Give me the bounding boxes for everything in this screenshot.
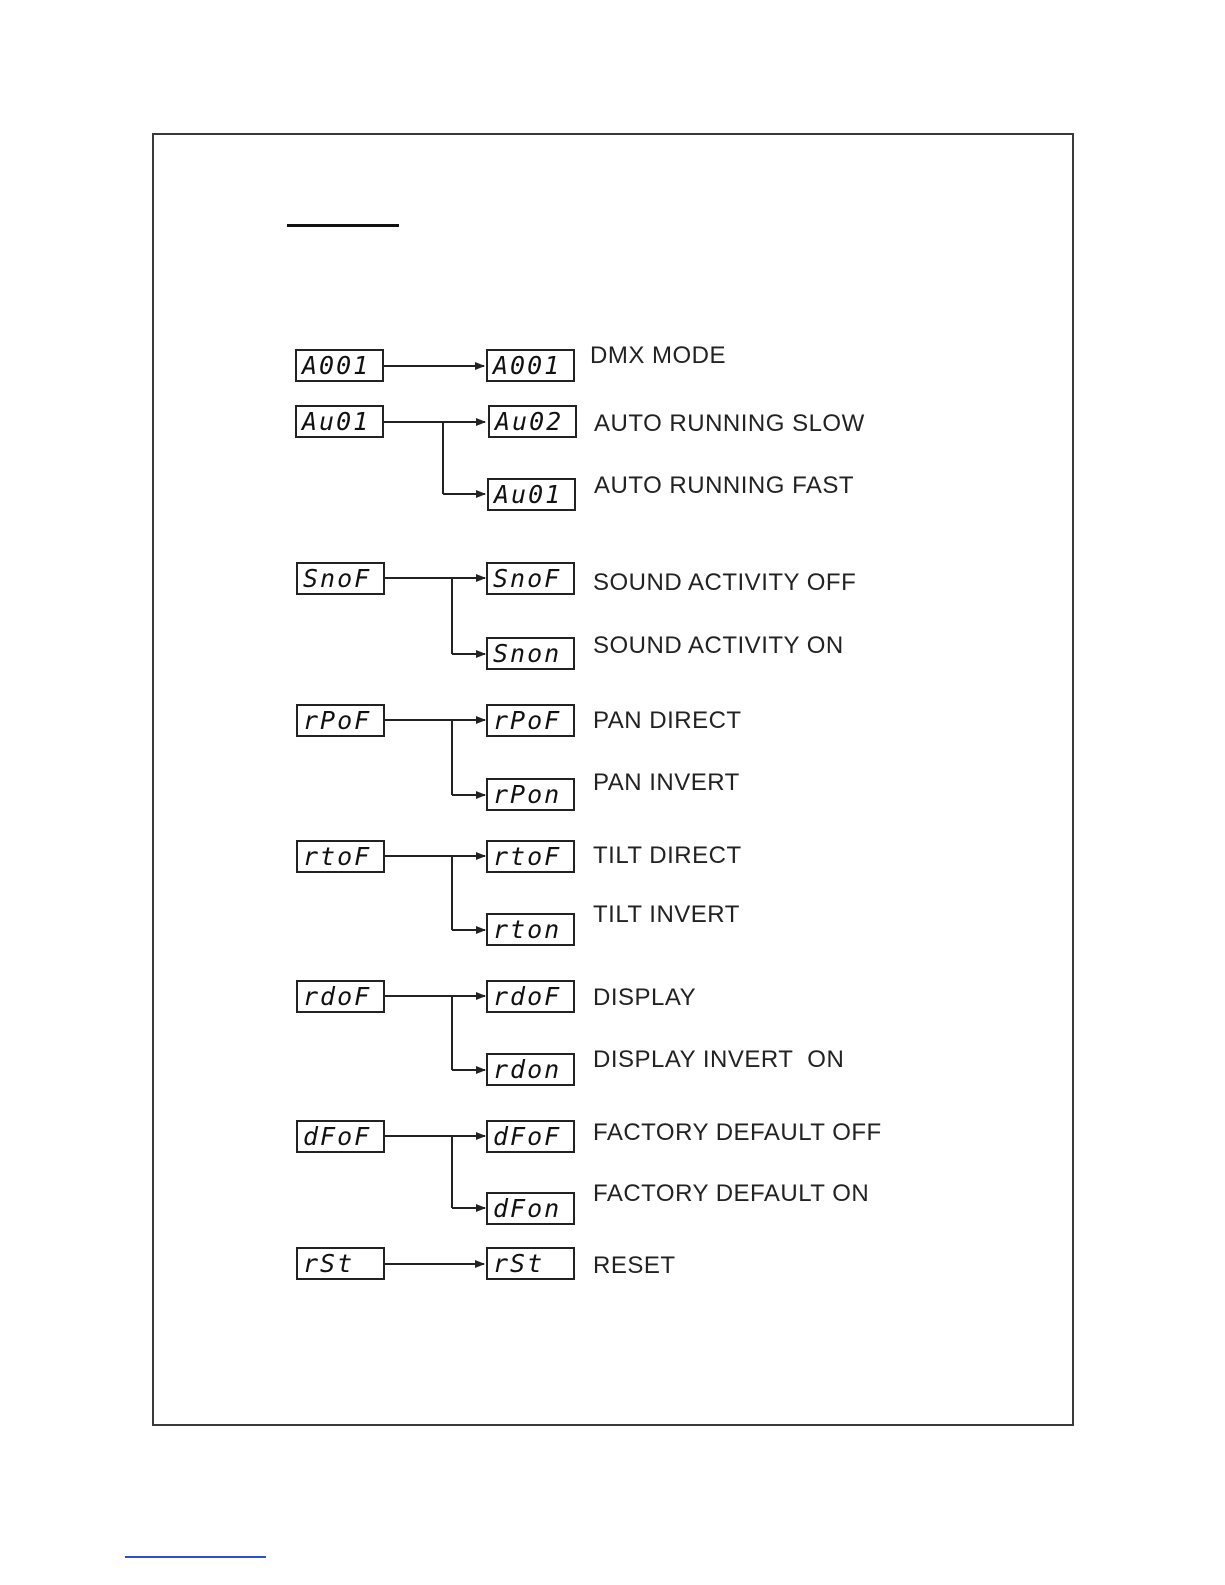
option-label-sound-off: SOUND ACTIVITY OFF bbox=[593, 569, 857, 596]
option-label-reset: RESET bbox=[593, 1252, 676, 1279]
page-frame bbox=[152, 133, 1074, 1426]
option-label-tilt-invert: TILT INVERT bbox=[593, 901, 740, 928]
option-label-auto-fast: AUTO RUNNING FAST bbox=[594, 472, 855, 499]
option-display-display: rdoF bbox=[486, 980, 575, 1013]
option-label-pan-invert: PAN INVERT bbox=[593, 769, 740, 796]
option-display-sound-off: SnoF bbox=[486, 562, 575, 595]
option-display-auto-slow: Au02 bbox=[488, 405, 577, 438]
option-label-dmx-mode: DMX MODE bbox=[590, 342, 726, 369]
footer-link-underline bbox=[125, 1556, 266, 1558]
menu-display-display: rdoF bbox=[296, 980, 385, 1013]
option-display-factory-on: dFon bbox=[486, 1192, 575, 1225]
option-label-tilt-direct: TILT DIRECT bbox=[593, 842, 742, 869]
option-display-factory-off: dFoF bbox=[486, 1120, 575, 1153]
menu-display-sound: SnoF bbox=[296, 562, 385, 595]
option-display-display-invert: rdon bbox=[486, 1053, 575, 1086]
option-label-factory-on: FACTORY DEFAULT ON bbox=[593, 1180, 870, 1207]
option-display-dmx-mode: A001 bbox=[486, 349, 575, 382]
menu-display-auto-running: Au01 bbox=[295, 405, 384, 438]
heading-underline bbox=[287, 224, 399, 227]
option-label-factory-off: FACTORY DEFAULT OFF bbox=[593, 1119, 882, 1146]
option-label-sound-on: SOUND ACTIVITY ON bbox=[593, 632, 844, 659]
option-display-reset: rSt bbox=[486, 1247, 575, 1280]
menu-display-pan: rPoF bbox=[296, 704, 385, 737]
option-display-auto-fast: Au01 bbox=[487, 478, 576, 511]
option-label-display: DISPLAY bbox=[593, 984, 697, 1011]
option-display-tilt-invert: rton bbox=[486, 913, 575, 946]
option-display-tilt-direct: rtoF bbox=[486, 840, 575, 873]
option-label-pan-direct: PAN DIRECT bbox=[593, 707, 742, 734]
menu-display-dmx-mode: A001 bbox=[295, 349, 384, 382]
option-label-display-invert: DISPLAY INVERT ON bbox=[593, 1046, 845, 1073]
option-display-pan-invert: rPon bbox=[486, 778, 575, 811]
option-label-auto-slow: AUTO RUNNING SLOW bbox=[594, 410, 865, 437]
menu-display-factory-default: dFoF bbox=[296, 1120, 385, 1153]
option-display-pan-direct: rPoF bbox=[486, 704, 575, 737]
menu-display-reset: rSt bbox=[296, 1247, 385, 1280]
option-display-sound-on: Snon bbox=[486, 637, 575, 670]
menu-display-tilt: rtoF bbox=[296, 840, 385, 873]
